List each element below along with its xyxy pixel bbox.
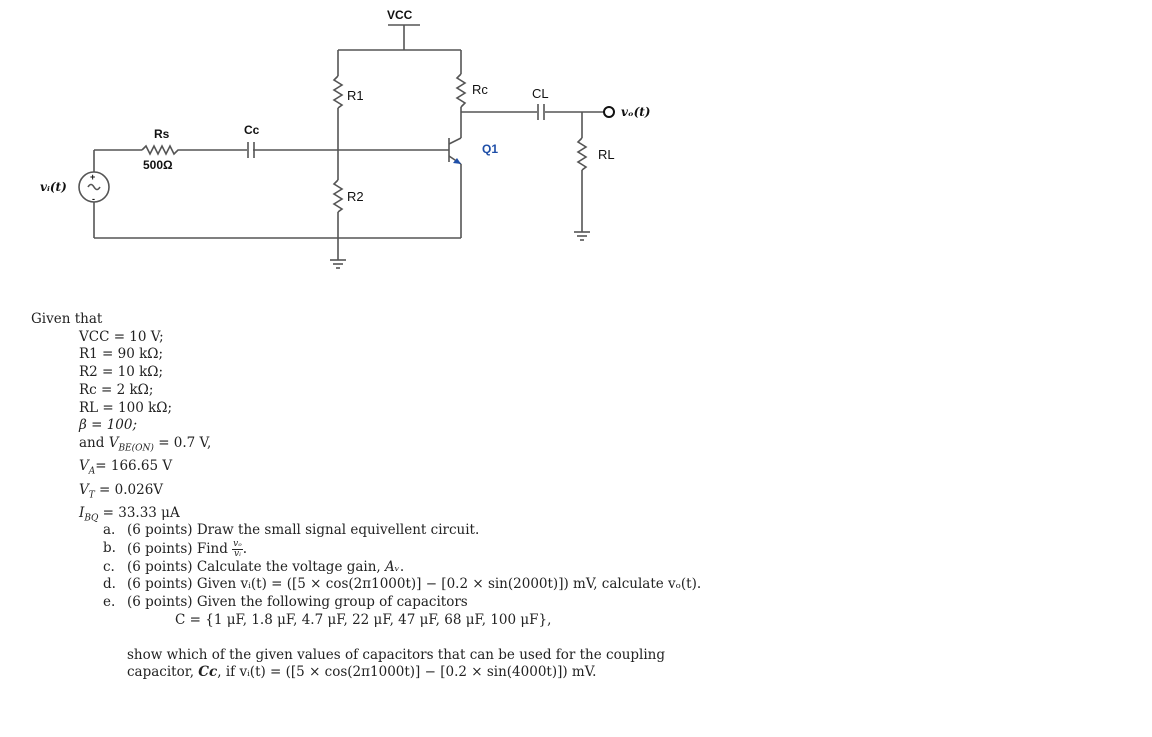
q1-label: Q1 (482, 142, 498, 156)
question-c: c.(6 points) Calculate the voltage gain,… (103, 558, 405, 575)
questions-list: a.(6 points) Draw the small signal equiv… (103, 522, 723, 682)
given-beta: β = 100; (79, 417, 138, 434)
vi-label: vᵢ(t) (40, 180, 67, 194)
given-r2: R2 = 10 kΩ; (79, 364, 164, 381)
q1-transistor (448, 137, 462, 238)
rl-label: RL (598, 147, 615, 162)
rs-label: Rs (154, 127, 170, 141)
question-d: d.(6 points) Given vᵢ(t) = ([5 × cos(2π1… (103, 576, 702, 593)
rc-resistor (455, 73, 467, 108)
capacitor-set: C = {1 μF, 1.8 μF, 4.7 μF, 22 μF, 47 μF,… (175, 611, 552, 628)
rs-resistor (141, 144, 182, 156)
given-ibq: IBQ = 33.33 μA (79, 505, 180, 524)
cc-label: Cc (244, 123, 260, 137)
given-heading: Given that (31, 311, 103, 327)
given-va: VA= 166.65 V (79, 458, 173, 477)
r1-label: R1 (347, 88, 364, 103)
cl-label: CL (532, 86, 549, 101)
given-rl: RL = 100 kΩ; (79, 399, 173, 416)
vcc-label: VCC (387, 8, 413, 22)
r2-label: R2 (347, 189, 364, 204)
given-vbe: and VBE(ON) = 0.7 V, (79, 434, 212, 454)
given-vcc: VCC = 10 V; (79, 328, 164, 345)
output-terminal (603, 106, 615, 118)
given-rc: Rc = 2 kΩ; (79, 381, 154, 398)
given-vt: VT = 0.026V (79, 481, 164, 501)
vo-label: vₒ(t) (621, 105, 650, 119)
r1-resistor (332, 75, 344, 109)
r2-resistor (332, 179, 344, 213)
question-a: a.(6 points) Draw the small signal equiv… (103, 522, 480, 538)
circuit-diagram: VCC R1 R2 Rc CL vₒ(t) RL Q1 (40, 8, 650, 269)
given-r1: R1 = 90 kΩ; (79, 346, 164, 363)
given-block: Given that VCC = 10 V; R1 = 90 kΩ; R2 = … (31, 311, 211, 528)
source-minus: - (92, 194, 95, 204)
rl-resistor (576, 137, 588, 171)
question-e: e.(6 points) Given the following group o… (103, 594, 723, 682)
rc-label: Rc (472, 82, 488, 97)
rs-value: 500Ω (143, 158, 173, 172)
source-plus: + (90, 172, 95, 182)
